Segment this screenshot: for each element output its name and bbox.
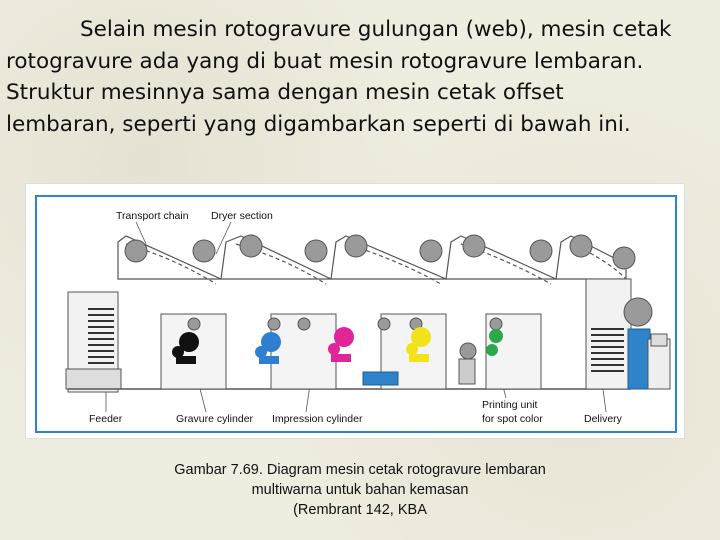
figure-caption: Gambar 7.69. Diagram mesin cetak rotogra… [0,460,720,520]
paragraph-line-1: Selain mesin rotogravure gulungan (web),… [80,17,672,42]
unit-spot [458,329,503,385]
unit-black [172,332,199,364]
diagram-frame [35,195,677,433]
leader-dryer [215,221,232,255]
feeder-unit [65,291,122,393]
blue-tray [362,371,399,386]
unit-cyan [255,332,281,364]
label-printing-unit-2: for spot color [482,413,543,425]
control-console [647,333,671,390]
delivery-unit [585,278,653,390]
printing-units [160,313,542,390]
machine-diagram: Transport chain Dryer section Feeder Gra… [25,183,685,439]
caption-line-3: (Rembrant 142, KBA [293,502,427,518]
label-dryer-section: Dryer section [211,210,273,222]
label-feeder: Feeder [89,413,123,425]
label-gravure-cylinder: Gravure cylinder [176,413,254,425]
dryer-section [117,235,627,285]
caption-line-1: Gambar 7.69. Diagram mesin cetak rotogra… [174,462,546,478]
top-rollers [124,234,636,270]
unit-yellow [406,327,431,362]
paragraph-line-2: rotogravure ada yang di buat mesin rotog… [6,48,644,74]
leader-transport-chain [135,221,147,245]
caption-line-2: multiwarna untuk bahan kemasan [251,482,469,498]
label-delivery: Delivery [584,413,623,425]
paragraph-line-4: lembaran, seperti yang digambarkan seper… [6,111,631,137]
unit-magenta [328,327,354,362]
diagram-svg: Transport chain Dryer section Feeder Gra… [35,195,677,433]
label-impression-cylinder: Impression cylinder [272,413,363,425]
label-printing-unit-1: Printing unit [482,399,538,411]
paragraph-line-3: Struktur mesinnya sama dengan mesin ceta… [6,80,564,105]
body-paragraph: Selain mesin rotogravure gulungan (web),… [6,14,718,140]
label-transport-chain: Transport chain [116,210,189,222]
